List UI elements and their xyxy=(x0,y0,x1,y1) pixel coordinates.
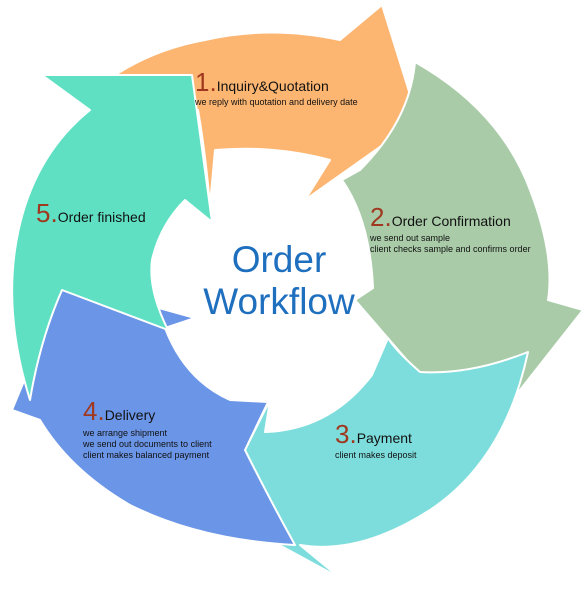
step-number: 1. xyxy=(195,67,217,97)
arrow-delivery xyxy=(11,281,296,546)
step-title: Delivery xyxy=(105,407,156,423)
step-title: Payment xyxy=(357,430,412,446)
step-title: Order Confirmation xyxy=(392,213,511,229)
step-label: 2.Order Confirmation xyxy=(370,202,511,232)
step-order-confirmation: 2.Order Confirmation we send out sample … xyxy=(369,202,531,254)
step-number: 3. xyxy=(335,419,357,449)
step-inquiry-quotation: 1.Inquiry&Quotation we reply with quotat… xyxy=(194,67,358,107)
step-order-finished: 5.Order finished xyxy=(36,198,146,228)
arrow-shapes xyxy=(11,4,584,579)
step-desc-line: client checks sample and confirms order xyxy=(370,244,531,254)
step-label: 1.Inquiry&Quotation xyxy=(195,67,329,97)
center-title-line1: Order xyxy=(232,239,327,280)
step-label: 3.Payment xyxy=(335,419,412,449)
arrow-order-finished xyxy=(11,74,213,401)
step-desc-line: we arrange shipment xyxy=(82,428,168,438)
step-label: 5.Order finished xyxy=(36,198,146,228)
step-payment: 3.Payment client makes deposit xyxy=(335,419,417,460)
center-title: Order Workflow xyxy=(203,239,355,322)
step-desc-line: we reply with quotation and delivery dat… xyxy=(194,97,358,107)
step-desc-line: client makes balanced payment xyxy=(83,450,210,460)
step-number: 2. xyxy=(370,202,392,232)
step-desc-line: client makes deposit xyxy=(335,450,417,460)
step-title: Order finished xyxy=(58,209,146,225)
step-number: 4. xyxy=(83,396,105,426)
step-title: Inquiry&Quotation xyxy=(217,78,329,94)
step-delivery: 4.Delivery we arrange shipment we send o… xyxy=(82,396,212,460)
step-label: 4.Delivery xyxy=(83,396,155,426)
arrow-payment xyxy=(214,337,529,579)
arrow-order-confirmation xyxy=(341,61,584,411)
step-desc-line: we send out documents to client xyxy=(82,439,212,449)
step-number: 5. xyxy=(36,198,58,228)
center-title-line2: Workflow xyxy=(203,281,355,322)
step-desc-line: we send out sample xyxy=(369,233,450,243)
